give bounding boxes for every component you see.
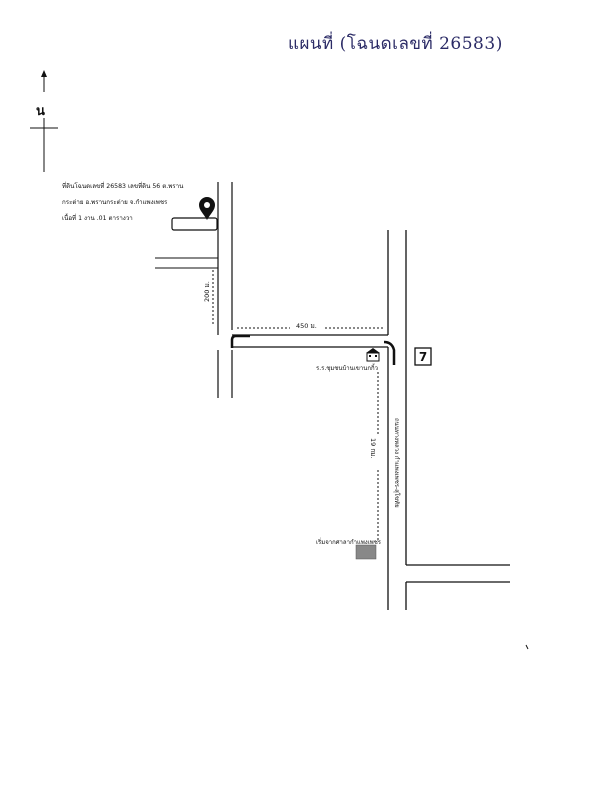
north-label: น	[36, 104, 45, 119]
map-pin-icon	[199, 197, 215, 220]
page-title: แผนที่ (โฉนดเลขที่ 26583)	[288, 34, 503, 54]
start-point-label: เริ่มจากศาลากำแพงเพชร	[316, 539, 382, 546]
parcel-box	[171, 217, 218, 231]
stray-mark	[525, 644, 529, 650]
side-lane	[155, 257, 218, 269]
main-highway	[387, 230, 510, 610]
distance-lines	[212, 270, 384, 540]
left-road	[217, 182, 233, 398]
distance-label-450m: 450 ม.	[296, 322, 317, 330]
connecting-road	[232, 334, 388, 348]
parcel-info-line3: เนื้อที่ 1 งาน .01 ตารางวา	[62, 215, 133, 222]
route-arrows	[230, 334, 396, 365]
distance-label-200m: 200 ม.	[203, 281, 211, 302]
school-icon	[366, 348, 380, 362]
building-icon	[355, 544, 377, 560]
seven-eleven-icon: 7	[414, 347, 432, 366]
distance-label-19km: 19 กม.	[369, 438, 377, 459]
parcel-info-line2: กระต่าย อ.พรานกระต่าย จ.กำแพงเพชร	[62, 199, 168, 206]
parcel-info-line1: ที่ดินโฉนดเลขที่ 26583 เลขที่ดิน 56 ต.พร…	[62, 183, 184, 190]
highway-label: ถนนทางหลวง กำแพงเพชร-สุโขทัย	[393, 418, 400, 508]
north-arrow	[30, 70, 58, 172]
svg-text:7: 7	[419, 350, 427, 364]
school-label: ร.ร.ชุมชนบ้านเขานกกิ้ว	[316, 365, 378, 372]
